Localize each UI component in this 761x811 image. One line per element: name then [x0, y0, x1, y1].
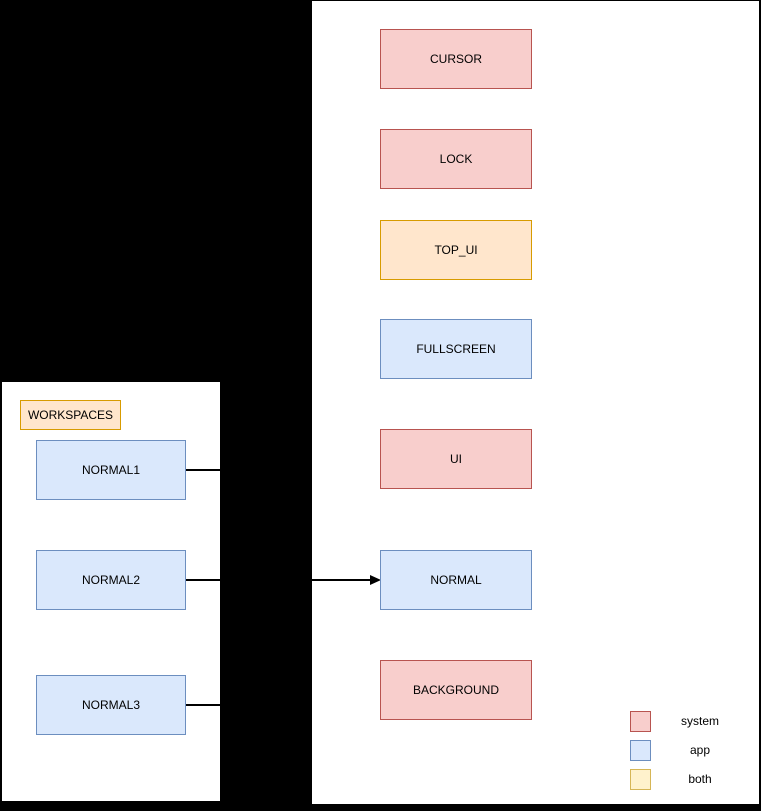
legend-swatch-both [630, 769, 651, 790]
legend-label-app: app [689, 743, 711, 757]
node-cursor[interactable]: CURSOR [380, 29, 532, 89]
node-label: NORMAL2 [81, 572, 140, 587]
node-label: LOCK [439, 151, 473, 166]
node-label: NORMAL [430, 572, 482, 587]
connector-normal2-to-normal [186, 579, 370, 581]
connector-normal3 [186, 704, 220, 706]
node-label: NORMAL3 [81, 697, 140, 712]
node-label: TOP_UI [434, 242, 478, 257]
legend-label-both: both [688, 772, 712, 786]
node-normal3[interactable]: NORMAL3 [36, 675, 186, 735]
node-fullscreen[interactable]: FULLSCREEN [380, 319, 532, 379]
legend-label-system: system [680, 714, 719, 728]
workspaces-title-label: WORKSPACES [27, 407, 114, 422]
node-label: UI [450, 451, 462, 466]
node-normal1[interactable]: NORMAL1 [36, 440, 186, 500]
node-background[interactable]: BACKGROUND [380, 660, 532, 720]
node-label: FULLSCREEN [416, 341, 496, 356]
node-normal2[interactable]: NORMAL2 [36, 550, 186, 610]
node-normal[interactable]: NORMAL [380, 550, 532, 610]
legend-swatch-app [630, 740, 651, 761]
workspaces-title[interactable]: WORKSPACES [20, 400, 121, 430]
connector-normal1 [186, 469, 220, 471]
node-ui[interactable]: UI [380, 429, 532, 489]
node-lock[interactable]: LOCK [380, 129, 532, 189]
node-label: NORMAL1 [81, 462, 140, 477]
arrowhead-icon [370, 575, 381, 585]
legend-swatch-system [630, 711, 651, 732]
node-label: CURSOR [429, 51, 482, 66]
node-top-ui[interactable]: TOP_UI [380, 220, 532, 280]
node-label: BACKGROUND [412, 682, 499, 697]
